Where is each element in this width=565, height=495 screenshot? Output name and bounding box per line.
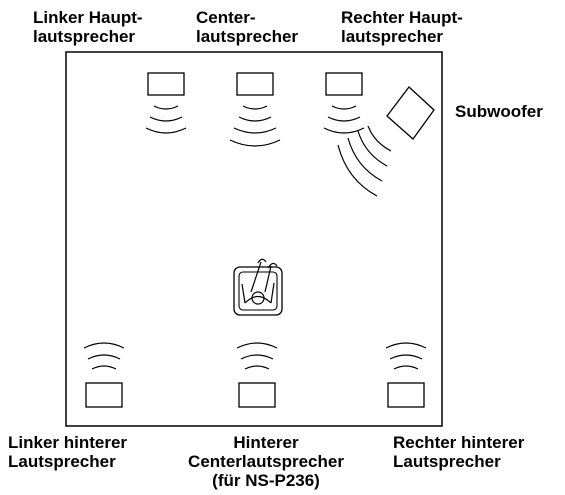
rear-right-wave-3: [393, 365, 419, 370]
front-right-wave-2: [327, 116, 361, 122]
front-right-speaker-box: [325, 72, 363, 96]
label-front-right-line1: Rechter Haupt-: [341, 8, 463, 27]
front-center-wave-1: [242, 105, 268, 110]
rear-center-wave-1: [236, 342, 278, 349]
label-front-center-line2: lautsprecher: [196, 27, 299, 46]
front-left-speaker: [145, 72, 187, 134]
subwoofer-wave-3: [347, 137, 383, 182]
label-front-right-line2: lautsprecher: [341, 27, 444, 46]
label-subwoofer: Subwoofer: [455, 102, 543, 121]
rear-left-wave-3: [91, 365, 117, 370]
rear-center-speaker-box: [238, 382, 276, 408]
listener-feet: [257, 258, 278, 269]
rear-right-speaker: [385, 342, 427, 408]
rear-center-wave-3: [244, 365, 270, 370]
label-rear-left-line1: Linker hinterer: [8, 433, 128, 452]
listener-figure: [233, 258, 283, 316]
front-center-wave-3: [233, 127, 277, 134]
front-right-wave-3: [323, 127, 365, 134]
label-front-right: Rechter Haupt- lautsprecher: [341, 8, 463, 46]
front-center-wave-2: [238, 116, 272, 122]
label-front-center-line1: Center-: [196, 8, 256, 27]
rear-center-wave-2: [240, 354, 274, 360]
label-front-left: Linker Haupt- lautsprecher: [33, 8, 143, 46]
front-center-wave-4: [229, 139, 281, 147]
rear-left-speaker: [83, 342, 125, 408]
subwoofer-wave-4: [337, 144, 378, 197]
label-rear-left-line2: Lautsprecher: [8, 452, 116, 471]
listener-arms: [241, 282, 275, 304]
rear-right-wave-2: [389, 354, 423, 360]
front-left-wave-3: [145, 127, 187, 134]
label-rear-center-line1: Hinterer: [233, 433, 299, 452]
label-rear-right-line2: Lautsprecher: [393, 452, 501, 471]
rear-left-wave-1: [83, 342, 125, 349]
label-front-left-line2: lautsprecher: [33, 27, 136, 46]
listener-legs: [250, 261, 272, 293]
label-rear-center-line3: (für NS-P236): [212, 471, 320, 490]
front-left-wave-2: [149, 116, 183, 122]
front-center-speaker: [229, 72, 281, 147]
subwoofer-wave-2: [357, 130, 388, 167]
front-right-wave-1: [331, 105, 357, 110]
label-rear-center-line2: Centerlautsprecher: [188, 452, 344, 471]
rear-right-speaker-box: [387, 382, 425, 408]
front-left-wave-1: [153, 105, 179, 110]
label-rear-right: Rechter hinterer Lautsprecher: [393, 433, 524, 471]
listener-body: [244, 295, 272, 304]
rear-left-wave-2: [87, 354, 121, 360]
front-left-speaker-box: [147, 72, 185, 96]
rear-center-speaker: [236, 342, 278, 408]
room-outline: [65, 51, 443, 427]
rear-right-wave-1: [385, 342, 427, 349]
subwoofer: [337, 86, 435, 197]
label-front-left-line1: Linker Haupt-: [33, 8, 143, 27]
listener-chair-outer: [233, 266, 283, 316]
front-right-speaker: [323, 72, 365, 134]
subwoofer-wave-1: [367, 125, 392, 152]
label-front-center: Center- lautsprecher: [196, 8, 298, 46]
label-rear-right-line1: Rechter hinterer: [393, 433, 525, 452]
front-center-speaker-box: [236, 72, 274, 96]
rear-left-speaker-box: [85, 382, 123, 408]
label-rear-left: Linker hinterer Lautsprecher: [8, 433, 127, 471]
listener-head: [251, 291, 265, 305]
label-subwoofer-text: Subwoofer: [455, 102, 543, 121]
subwoofer-box: [386, 86, 435, 140]
label-rear-center: Hinterer Centerlautsprecher (für NS-P236…: [166, 433, 366, 490]
